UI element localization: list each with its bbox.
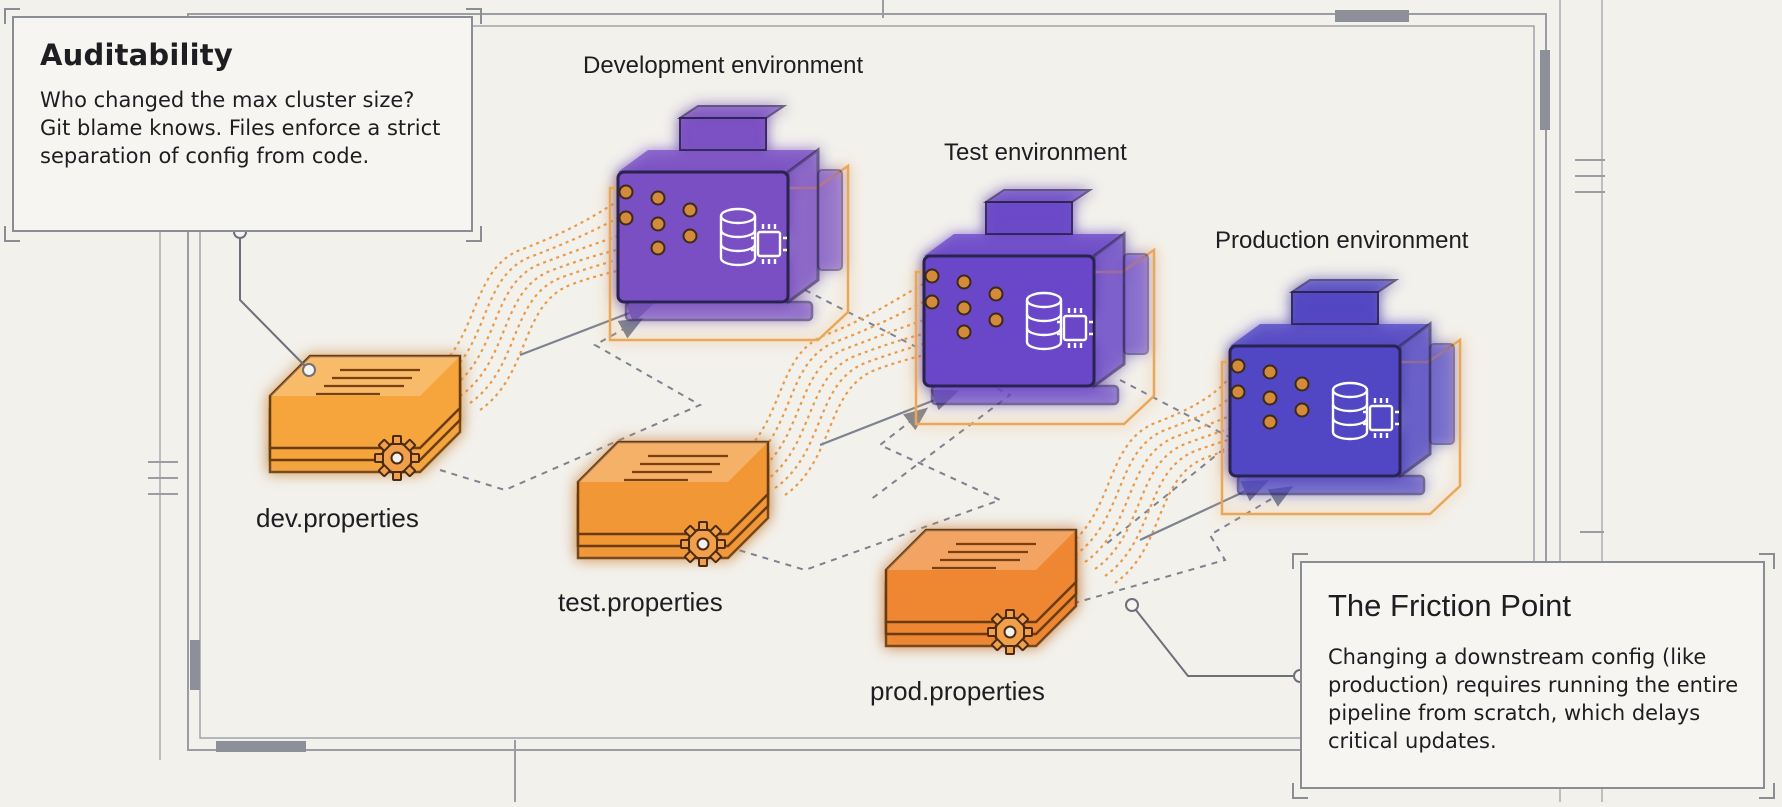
friction-callout: The Friction Point Changing a downstream…: [1300, 561, 1765, 789]
file-label-dev: dev.properties: [256, 503, 419, 533]
gear-icon: [373, 434, 421, 482]
corner-bracket: [466, 8, 482, 24]
server-test: [914, 188, 1156, 426]
file-label-test: test.properties: [558, 587, 723, 617]
auditability-title: Auditability: [40, 38, 233, 72]
data-flows: [429, 195, 1300, 584]
stack-prod: [884, 528, 1078, 648]
auditability-callout: Auditability Who changed the max cluster…: [12, 16, 473, 232]
friction-body: Changing a downstream config (like produ…: [1328, 645, 1739, 753]
corner-bracket: [1292, 553, 1308, 569]
feedback-paths: [439, 289, 1294, 611]
server-dev: [608, 104, 850, 342]
env-label-prod: Production environment: [1215, 227, 1469, 254]
blueprint-frame: [148, 0, 1605, 802]
friction-title: The Friction Point: [1328, 588, 1571, 623]
gear-icon: [986, 608, 1034, 656]
corner-bracket: [4, 8, 20, 24]
corner-bracket: [4, 226, 20, 242]
stack-test: [576, 440, 770, 560]
stack-dev: [268, 354, 462, 474]
callout-leaders: [233, 225, 1307, 683]
env-label-dev: Development environment: [583, 52, 863, 79]
server-prod: [1220, 278, 1462, 516]
auditability-body: Who changed the max cluster size? Git bl…: [40, 88, 441, 168]
file-label-prod: prod.properties: [870, 676, 1045, 706]
env-label-test: Test environment: [944, 139, 1127, 166]
corner-bracket: [1292, 783, 1308, 799]
gear-icon: [679, 520, 727, 568]
corner-bracket: [1759, 783, 1775, 799]
corner-bracket: [466, 226, 482, 242]
corner-bracket: [1759, 553, 1775, 569]
